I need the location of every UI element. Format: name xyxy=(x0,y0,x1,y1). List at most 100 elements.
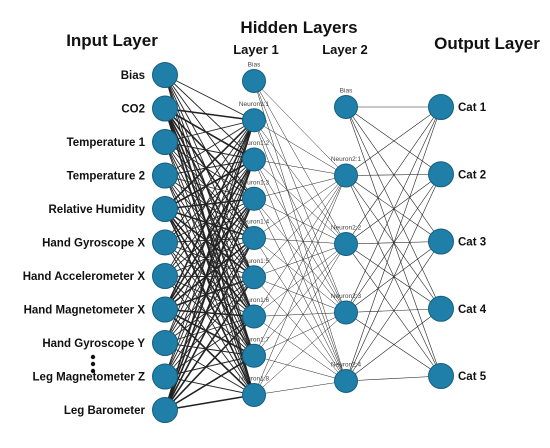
input-node-label-3: Temperature 2 xyxy=(67,171,145,183)
edge-l1-0-l2-1 xyxy=(253,80,347,176)
edge-l1-3-l2-4 xyxy=(253,198,347,382)
edge-l2-2-out-3 xyxy=(345,243,442,309)
edge-l2-1-out-2 xyxy=(345,175,442,242)
edge-l1-4-l2-3 xyxy=(253,237,347,313)
edge-l1-5-l2-3 xyxy=(253,277,347,313)
edge-l1-5-l2-1 xyxy=(253,175,347,278)
edge-input-7-l1-4 xyxy=(164,237,255,311)
edge-l2-0-out-4 xyxy=(345,106,442,377)
layer1-node-7 xyxy=(242,343,266,368)
input-node-5 xyxy=(152,229,178,256)
output-node-4 xyxy=(428,363,454,389)
input-node-label-6: Hand Accelerometer X xyxy=(23,271,146,283)
edge-l1-7-l2-1 xyxy=(253,175,347,356)
input-node-label-5: Hand Gyroscope X xyxy=(42,238,145,250)
edge-input-5-l1-5 xyxy=(164,242,255,278)
edge-input-10-l1-8 xyxy=(164,394,255,411)
edge-input-10-l1-5 xyxy=(164,276,255,411)
output-node-label-4: Cat 5 xyxy=(458,371,487,383)
edge-input-9-l1-2 xyxy=(164,159,255,377)
edge-input-3-l1-6 xyxy=(164,175,255,317)
edge-input-9-l1-4 xyxy=(164,237,255,377)
edge-l1-6-l2-4 xyxy=(253,316,347,382)
edge-input-5-l1-2 xyxy=(164,159,255,243)
output-node-1 xyxy=(428,161,454,188)
edge-input-0-l1-1 xyxy=(164,74,255,121)
edge-l1-7-l2-4 xyxy=(253,355,347,382)
network-nodes xyxy=(152,62,454,423)
layer2-node-4 xyxy=(334,369,358,393)
layer1-node-4 xyxy=(242,226,266,250)
edge-input-8-l1-2 xyxy=(164,159,255,344)
edge-l1-4-l2-1 xyxy=(253,175,347,239)
edge-l1-2-l2-2 xyxy=(253,159,347,245)
edge-l2-4-out-1 xyxy=(345,174,442,382)
edge-l1-5-l2-2 xyxy=(253,243,347,278)
layer1-node-label-1: Neuron1:1 xyxy=(239,101,270,108)
edge-l2-4-out-2 xyxy=(345,241,442,382)
layer2-node-label-0: Bias xyxy=(340,88,353,95)
edge-input-5-l1-8 xyxy=(164,242,255,396)
edge-input-6-l1-5 xyxy=(164,275,255,278)
edge-input-8-l1-7 xyxy=(164,342,255,357)
edge-input-6-l1-8 xyxy=(164,275,255,396)
input-node-4 xyxy=(152,196,178,222)
layer1-node-label-0: Bias xyxy=(248,62,261,69)
edge-input-8-l1-3 xyxy=(164,198,255,344)
edge-l1-5-l2-4 xyxy=(253,277,347,382)
edge-input-8-l1-8 xyxy=(164,342,255,396)
edge-input-7-l1-2 xyxy=(164,159,255,310)
layer1-title: Layer 1 xyxy=(233,42,279,57)
layer1-node-3 xyxy=(242,186,266,211)
layer1-node-label-4: Neuron1:4 xyxy=(239,219,270,226)
edge-input-3-l1-1 xyxy=(164,119,255,176)
input-node-1 xyxy=(152,95,178,122)
edge-l2-3-out-0 xyxy=(345,106,442,313)
edge-l1-7-l2-3 xyxy=(253,312,347,356)
edge-input-5-l1-4 xyxy=(164,237,255,243)
edge-l1-1-l2-3 xyxy=(253,120,347,313)
edge-input-6-l1-1 xyxy=(164,120,255,277)
edge-input-4-l1-1 xyxy=(164,119,255,210)
edge-input-1-l1-1 xyxy=(164,107,255,122)
input-node-label-8: Hand Gyroscope Y xyxy=(42,338,145,350)
edge-l2-0-out-3 xyxy=(345,106,442,309)
edge-l2-3-out-3 xyxy=(345,308,442,313)
edge-l1-1-l2-2 xyxy=(253,120,347,245)
edge-input-8-l1-5 xyxy=(164,276,255,344)
hidden-layers-title: Hidden Layers xyxy=(240,18,357,37)
layer2-node-1 xyxy=(334,163,358,188)
output-node-2 xyxy=(428,228,454,255)
edge-input-2-l1-6 xyxy=(164,141,255,317)
layer1-node-label-3: Neuron1:3 xyxy=(239,179,270,186)
edge-l1-0-l2-2 xyxy=(253,80,347,245)
edge-l2-1-out-1 xyxy=(345,173,442,176)
edge-input-6-l1-4 xyxy=(164,237,255,277)
layer2-node-0 xyxy=(334,95,358,119)
edge-l2-2-out-0 xyxy=(345,106,442,245)
edge-input-2-l1-5 xyxy=(164,141,255,278)
edge-input-10-l1-3 xyxy=(164,198,255,411)
input-node-label-2: Temperature 1 xyxy=(67,137,146,149)
input-node-label-10: Leg Barometer xyxy=(64,405,146,417)
edge-l2-4-out-3 xyxy=(345,308,442,382)
input-node-label-7: Hand Magnetometer X xyxy=(24,305,146,317)
edge-l2-3-out-4 xyxy=(345,312,442,377)
layer2-node-label-4: Neuron2:4 xyxy=(331,362,362,369)
input-layer-title: Input Layer xyxy=(66,31,158,50)
layer1-node-2 xyxy=(242,147,266,172)
input-node-2 xyxy=(152,129,178,155)
edge-input-7-l1-3 xyxy=(164,198,255,311)
edge-l1-4-l2-4 xyxy=(253,237,347,382)
edge-input-6-l1-3 xyxy=(164,198,255,277)
edge-l1-3-l2-1 xyxy=(253,175,347,199)
edge-l1-2-l2-3 xyxy=(253,159,347,313)
edge-input-0-l1-5 xyxy=(164,74,255,278)
input-node-9 xyxy=(152,363,178,390)
edge-input-10-l1-7 xyxy=(164,355,255,411)
edge-l2-1-out-3 xyxy=(345,175,442,309)
edge-l1-6-l2-3 xyxy=(253,312,347,317)
edge-input-7-l1-6 xyxy=(164,308,255,318)
layer2-node-3 xyxy=(334,300,358,325)
input-node-6 xyxy=(152,263,178,289)
